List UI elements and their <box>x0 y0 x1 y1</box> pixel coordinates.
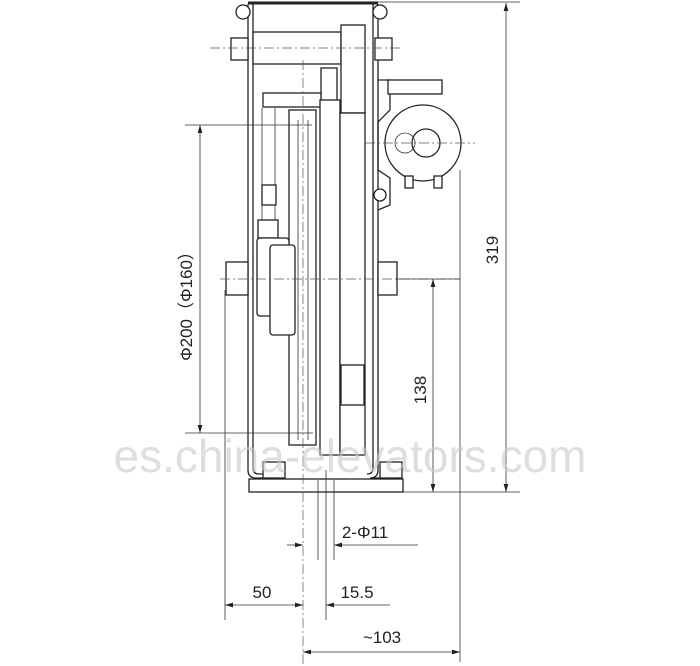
height-axis-label: 138 <box>411 376 430 404</box>
width-103-label: ~103 <box>363 628 401 647</box>
offset-15-5-label: 15.5 <box>340 583 373 602</box>
dimension-diameter: Φ200（Φ160） <box>177 124 313 434</box>
switch-unit <box>365 79 475 211</box>
holes-label: 2-Φ11 <box>342 523 388 542</box>
spring-rod <box>257 108 279 239</box>
height-total-label: 319 <box>483 236 502 264</box>
offset-50-label: 50 <box>253 583 272 602</box>
bottom-dimensions: 2-Φ11 50 15.5 ~103 <box>224 170 461 662</box>
dimension-319: 319 <box>378 1 520 493</box>
dimension-138: 138 <box>396 278 460 492</box>
sheave <box>288 99 366 456</box>
rod <box>262 92 322 108</box>
watermark: es.china-elevators.com <box>114 430 587 482</box>
bearing-block <box>340 24 366 114</box>
bolts <box>225 4 403 479</box>
diameter-label: Φ200（Φ160） <box>177 243 196 361</box>
